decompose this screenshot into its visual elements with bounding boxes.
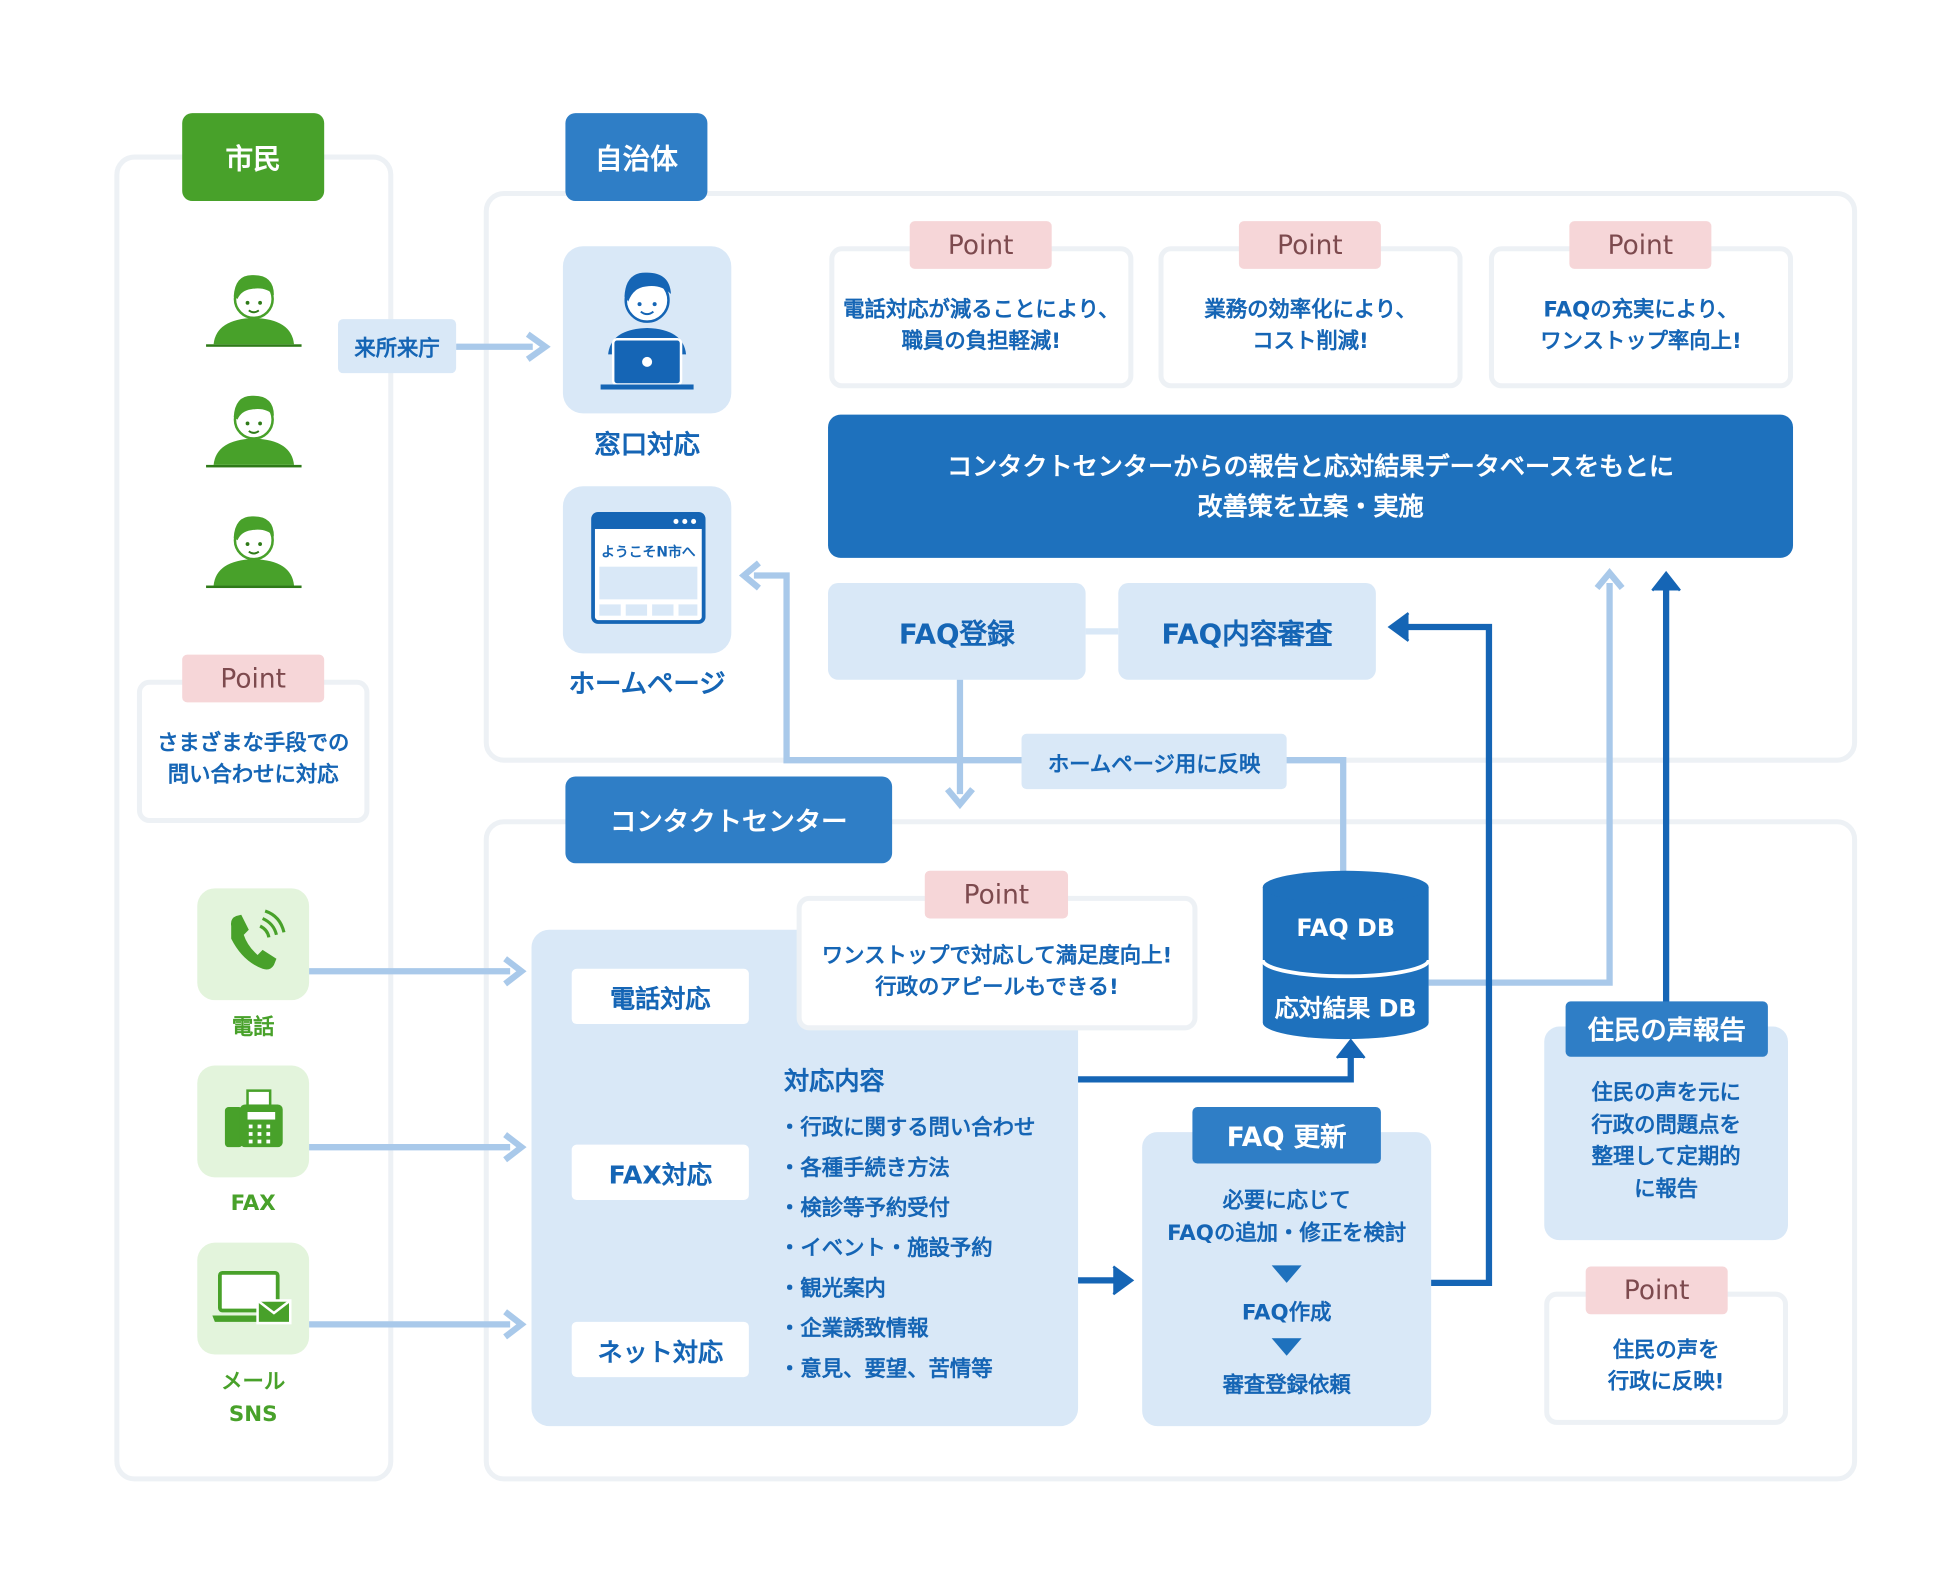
improvement-banner: コンタクトセンターからの報告と応対結果データベースをもとに 改善策を立案・実施 (828, 414, 1794, 558)
faq-register-box: FAQ登録 (828, 583, 1086, 680)
content-item-4: ・イベント・施設予約 (779, 1236, 993, 1262)
step-down-arrow-1 (1271, 1265, 1302, 1283)
faq-review-label: FAQ内容審査 (1161, 618, 1333, 651)
citizen-title: 市民 (182, 113, 325, 202)
municipality-point-label-2: Point (1238, 221, 1381, 269)
faq-db-label: FAQ DB (1296, 914, 1396, 943)
faq-connector (1085, 628, 1119, 635)
homepage-icon-box: ようこそN市へ (562, 486, 732, 654)
content-item-7: ・意見、要望、苦情等 (779, 1357, 993, 1383)
visit-label: 来所来庁 (337, 319, 457, 374)
faq-review-box: FAQ内容審査 (1118, 583, 1376, 680)
municipality-title: 自治体 (565, 113, 708, 202)
phone-icon (230, 909, 286, 970)
fax-channel-box (197, 1065, 310, 1178)
faq-register-label: FAQ登録 (898, 618, 1015, 651)
laptop-mail-icon (212, 1270, 292, 1325)
result-db-label: 応対結果 DB (1274, 995, 1417, 1023)
content-item-3: ・検診等予約受付 (779, 1196, 950, 1222)
mail-channel-box (197, 1242, 310, 1355)
voice-point-label: Point (1585, 1266, 1728, 1315)
phone-channel-box (197, 888, 310, 1001)
municipality-point-text-3: FAQの充実により、 ワンストップ率向上! (1488, 246, 1794, 389)
homepage-reflect-label: ホームページ用に反映 (1021, 733, 1287, 790)
faq-update-step2: FAQ作成 (1241, 1300, 1332, 1326)
contact-center-point-label: Point (924, 870, 1069, 919)
faq-update-step1: 必要に応じて FAQの追加・修正を検討 (1167, 1188, 1407, 1246)
staff-computer-icon (600, 272, 694, 390)
voice-report-text: 住民の声を元に 行政の問題点を 整理して定期的 に報告 (1591, 1080, 1741, 1202)
fax-channel-label: FAX (230, 1191, 276, 1217)
citizen-person-icon-3 (206, 516, 302, 589)
municipality-point-label-3: Point (1569, 221, 1712, 269)
citizen-person-icon-2 (206, 395, 302, 468)
phone-channel-label: 電話 (231, 1015, 275, 1041)
content-title: 対応内容 (784, 1065, 885, 1096)
citizen-point-text: さまざまな手段での 問い合わせに対応 (136, 679, 370, 824)
counter-label: 窓口対応 (594, 429, 700, 460)
homepage-label: ホームページ (568, 668, 726, 699)
municipality-point-text-1: 電話対応が減ることにより、 職員の負担軽減! (829, 246, 1134, 389)
homepage-screen-text: ようこそN市へ (601, 544, 696, 561)
content-item-2: ・各種手続き方法 (779, 1155, 950, 1182)
phone-response-label: 電話対応 (571, 968, 749, 1025)
citizen-person-icon-1 (206, 275, 302, 347)
citizen-point-label: Point (182, 654, 325, 703)
contact-center-point-text: ワンストップで対応して満足度向上! 行政のアピールもできる! (796, 895, 1198, 1031)
browser-window-icon (591, 512, 706, 624)
voice-report-title: 住民の声報告 (1565, 1001, 1768, 1057)
contact-center-title: コンタクトセンター (565, 776, 893, 864)
counter-icon-box (562, 246, 732, 414)
content-item-6: ・企業誘致情報 (779, 1316, 929, 1342)
voice-report-box (1544, 1026, 1788, 1241)
municipality-point-label-1: Point (909, 221, 1052, 269)
faq-update-step3: 審査登録依頼 (1222, 1373, 1351, 1399)
mail-channel-label: メール SNS (221, 1369, 286, 1427)
database-icon (1260, 870, 1431, 1040)
step-down-arrow-2 (1271, 1338, 1302, 1356)
net-response-label: ネット対応 (571, 1321, 749, 1378)
fax-response-label: FAX対応 (571, 1144, 749, 1200)
content-item-1: ・行政に関する問い合わせ (779, 1115, 1036, 1141)
faq-update-title: FAQ 更新 (1192, 1106, 1381, 1164)
content-item-5: ・観光案内 (779, 1276, 886, 1302)
fax-icon (224, 1089, 283, 1148)
